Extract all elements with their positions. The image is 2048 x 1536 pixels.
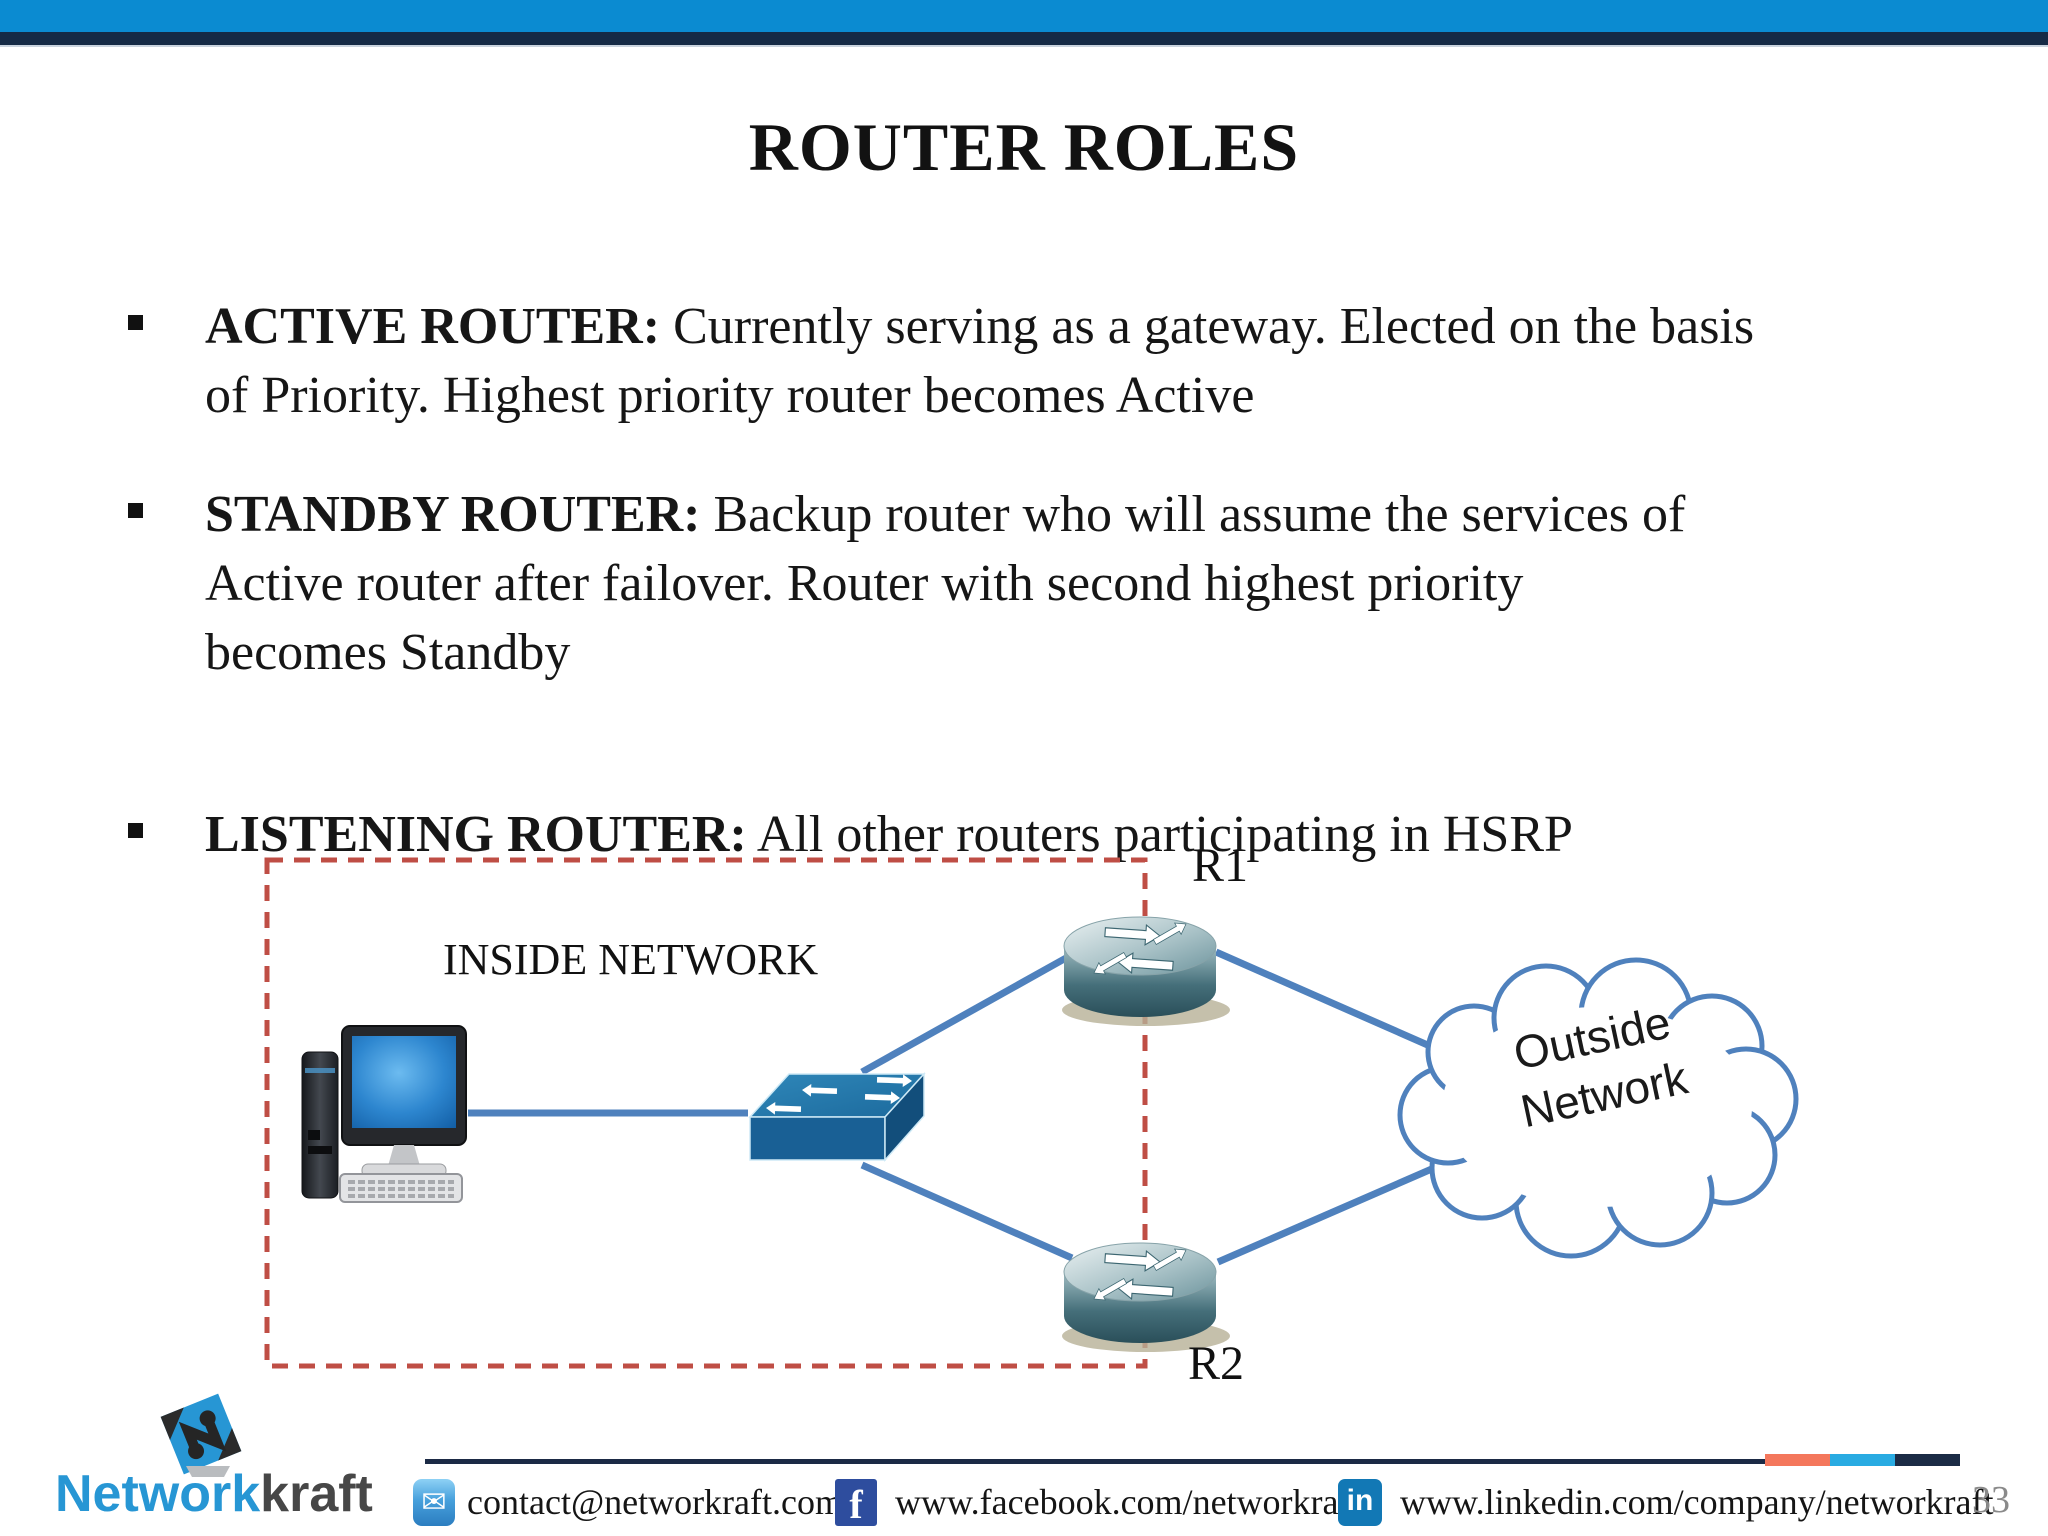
- page-number: 33: [1972, 1479, 2010, 1521]
- page-title: ROUTER ROLES: [748, 109, 1300, 185]
- inside-network-boundary: [264, 857, 1148, 1369]
- linkedin-link[interactable]: www.linkedin.com/company/networkraft: [1400, 1482, 1994, 1522]
- networkraft-logo-text: Networkkraft: [55, 1466, 373, 1522]
- bullet-marker: [128, 503, 143, 518]
- footer-accent-orange: [1765, 1454, 1830, 1466]
- facebook-link[interactable]: www.facebook.com/networkraft: [895, 1482, 1361, 1522]
- bullet-standby-router: STANDBY ROUTER: Backup router who will a…: [205, 480, 1965, 687]
- computer-icon: [301, 1025, 467, 1203]
- linkedin-icon[interactable]: in: [1338, 1479, 1382, 1526]
- bullet-lead: STANDBY ROUTER:: [205, 486, 701, 543]
- bullet-body: Currently serving as a gateway. Elected …: [205, 298, 1755, 424]
- logo-text-network: Network: [55, 1465, 261, 1523]
- facebook-icon[interactable]: f: [835, 1479, 877, 1527]
- footer-accent-navy: [1895, 1454, 1960, 1466]
- email-link[interactable]: contact@networkraft.com: [467, 1482, 843, 1522]
- bullet-marker: [128, 823, 143, 838]
- top-accent-bar: [0, 0, 2048, 32]
- bullet-lead: ACTIVE ROUTER:: [205, 298, 661, 355]
- bullet-listening-router: LISTENING ROUTER: All other routers part…: [205, 800, 1965, 869]
- inside-network-label: INSIDE NETWORK: [443, 935, 819, 984]
- router-r2-label: R2: [1188, 1337, 1245, 1390]
- bullet-body: All other routers participating in HSRP: [746, 806, 1573, 863]
- logo-shadow: [186, 1466, 230, 1477]
- email-icon[interactable]: ✉: [413, 1479, 455, 1526]
- connector-lines: [468, 948, 1482, 1266]
- router-r1-icon: [1062, 917, 1230, 1026]
- bullet-active-router: ACTIVE ROUTER: Currently serving as a ga…: [205, 292, 1965, 430]
- logo-text-kraft: kraft: [260, 1465, 373, 1523]
- footer-accent-sky: [1830, 1454, 1895, 1466]
- bullet-marker: [128, 315, 143, 330]
- bullet-body: Backup router who will assume the servic…: [205, 486, 1686, 681]
- networkraft-logo-icon: [160, 1393, 242, 1475]
- bullet-lead: LISTENING ROUTER:: [205, 806, 747, 863]
- outside-network-cloud: [1397, 957, 1799, 1259]
- router-r1-label: R1: [1192, 839, 1249, 892]
- footer-divider-line: [425, 1459, 1765, 1464]
- top-navy-bar: [0, 32, 2048, 47]
- switch-icon: [748, 1072, 926, 1162]
